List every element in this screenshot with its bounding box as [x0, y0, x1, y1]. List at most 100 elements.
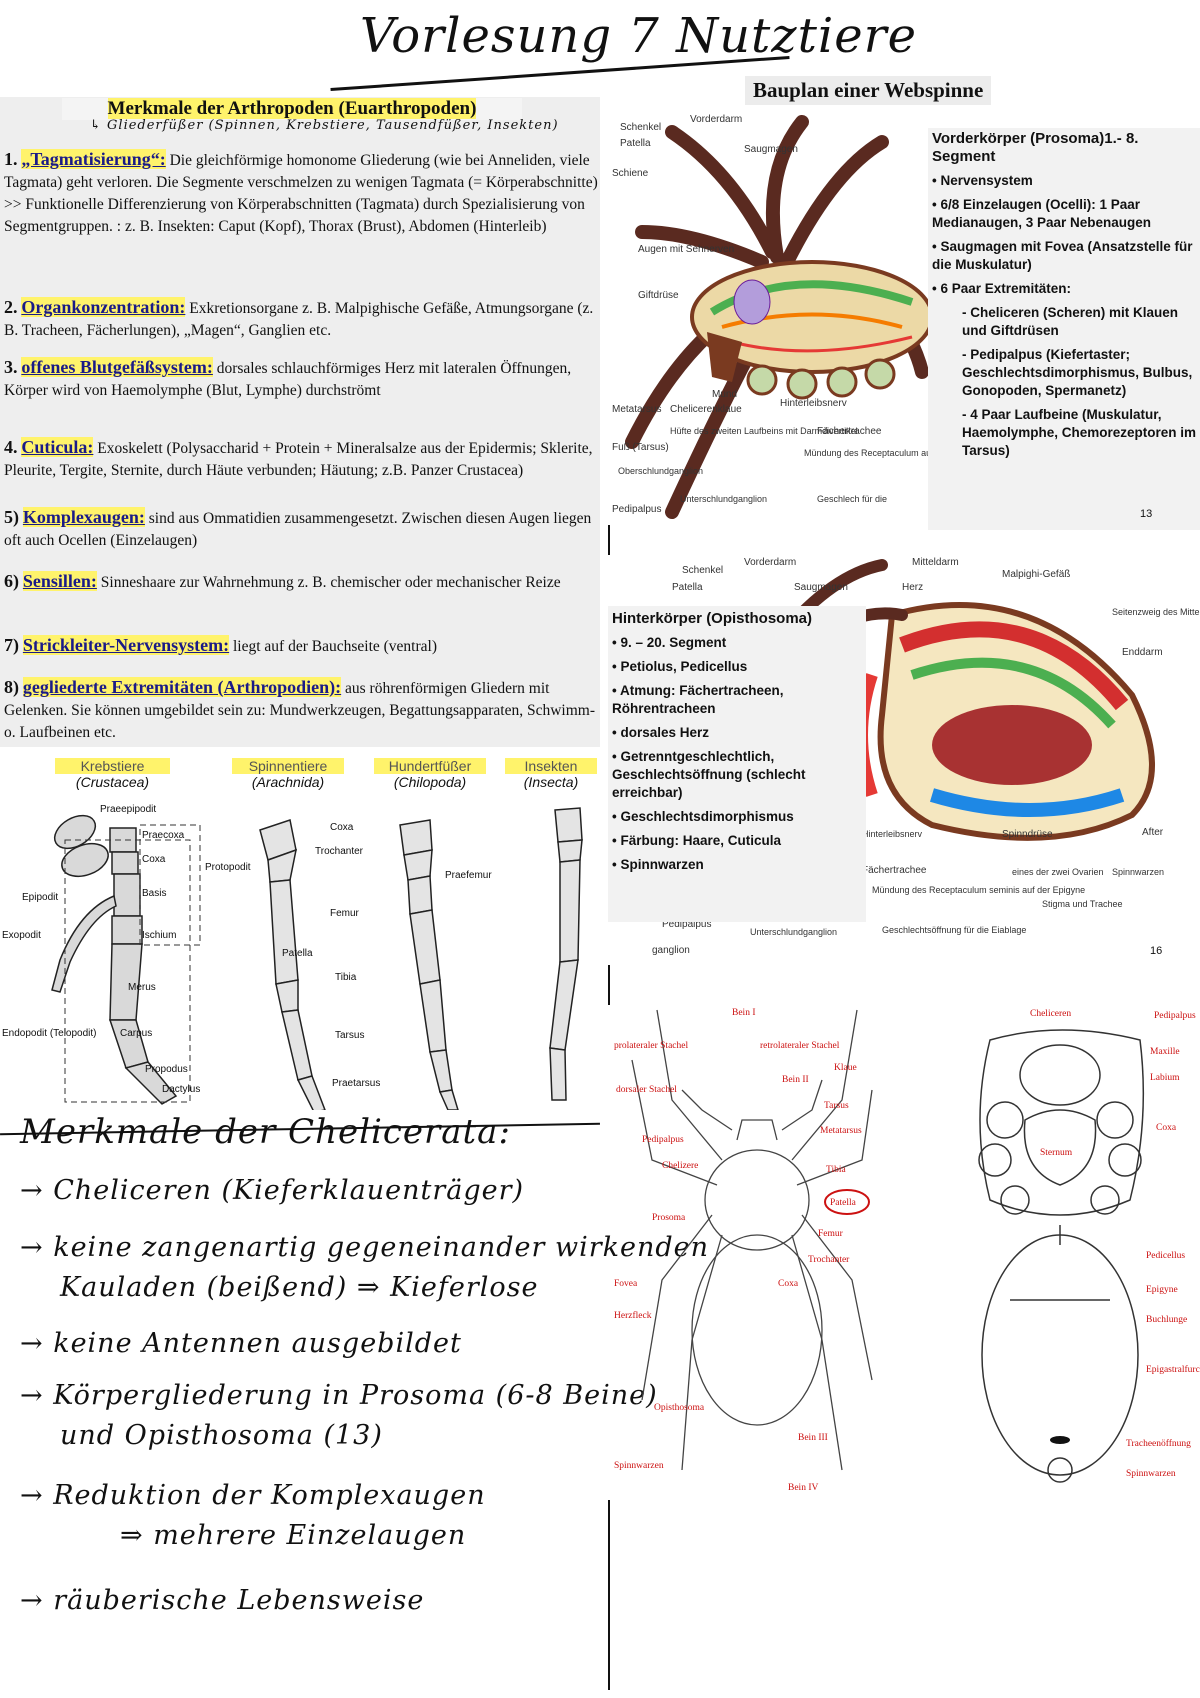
dorsal-label-pedipalpus: Pedipalpus [642, 1135, 684, 1145]
fig1-label-augen: Augen mit Sehnerven [638, 244, 734, 255]
fig2-label-muendung: Mündung des Receptaculum seminis auf der… [872, 885, 1085, 895]
feature-item-3: 3. offenes Blutgefäßsystem: dorsales sch… [4, 357, 572, 399]
ventral-label-labium: Labium [1150, 1073, 1180, 1083]
opisthosoma-bullet-3: • Atmung: Fächertracheen, Röhrentracheen [612, 683, 784, 716]
dorsal-label-bein1: Bein I [732, 1008, 755, 1018]
fig2-label-mitteldarm: Mitteldarm [912, 557, 959, 568]
chelicerata-line-2: → keine zangenartig gegeneinander wirken… [20, 1232, 710, 1263]
fig2-label-vorderdarm: Vorderdarm [744, 557, 796, 568]
ventral-label-sternum: Sternum [1040, 1148, 1073, 1158]
fig1-label-schenkel: Schenkel [620, 122, 661, 133]
prosoma-sub-3: - 4 Paar Laufbeine (Muskulatur, Haemolym… [962, 407, 1197, 458]
dorsal-label-opisthosoma: Opisthosoma [654, 1403, 705, 1413]
prosoma-sub-1: - Cheliceren (Scheren) mit Klauen und Gi… [962, 305, 1179, 338]
opisthosoma-bullet-7: • Färbung: Haare, Cuticula [612, 833, 782, 848]
opisthosoma-bullet-8: • Spinnwarzen [612, 857, 704, 872]
fig1-label-schiene: Schiene [612, 168, 649, 179]
fig2-label-ganglion: Pedipalpus [662, 919, 711, 930]
leg-comparison-figure: Praeepipodit Praecoxa Coxa Basis Protopo… [2, 804, 583, 1110]
fig1-label-hinterleibsnerv: Hinterleibs­nerv [780, 398, 847, 409]
prosoma-bullet-1: • Nervensystem [932, 173, 1033, 188]
fig1-label-fuss: Fuß (Tarsus) [612, 442, 669, 453]
dorsal-label-prolateral: prolateraler Stachel [614, 1041, 688, 1051]
label-trochanter: Trochanter [315, 846, 364, 857]
label-femur: Femur [330, 908, 360, 919]
ventral-label-epigyne: Epigyne [1146, 1285, 1178, 1295]
fig2-label-pedipalpus: ganglion [652, 945, 690, 956]
label-ischium: Ischium [142, 930, 176, 941]
ventral-label-maxille: Maxille [1150, 1047, 1180, 1057]
label-merus: Merus [128, 982, 156, 993]
opisthosoma-bullet-5: • Getrenntgeschlechtlich, Geschlechtsöff… [612, 749, 806, 800]
prosoma-bullet-4: • 6 Paar Extremitäten: [932, 281, 1072, 296]
fig1-label-pedipalpus: Pedipalpus [612, 504, 661, 515]
ventral-label-cheliceren: Cheliceren [1030, 1009, 1071, 1019]
label-patella: Patella [282, 948, 313, 959]
chelicerata-line-4: → keine Antennen ausgebildet [20, 1328, 462, 1359]
ventral-label-buchlunge: Buchlunge [1146, 1315, 1187, 1325]
group-insecta: Insekten(Insecta) [505, 758, 597, 790]
chelicerata-line-8: ⇒ mehrere Einzelaugen [120, 1520, 467, 1551]
fig2-label-hinterleibsnerv: Hinterleibs­nerv [862, 829, 923, 839]
vertical-divider-1 [608, 525, 610, 555]
fig1-label-oberschlund: Oberschlund­ganglion [618, 466, 703, 476]
arthropod-note: ↳ Gliederfüßer (Spinnen, Krebstiere, Tau… [90, 118, 559, 133]
opisthosoma-bullet-4: • dorsales Herz [612, 725, 710, 740]
dorsal-label-prosoma: Prosoma [652, 1213, 686, 1223]
opisthosoma-panel: Hinterkörper (Opisthosoma) • 9. – 20. Se… [608, 606, 866, 922]
page-number-16: 16 [1150, 945, 1163, 957]
spider-dorsal-figure: Bein I prolateraler Stachel retrolateral… [614, 1008, 873, 1493]
fig1-label-unterschlund: Unterschlund­ganglion [680, 494, 767, 504]
fig2-label-enddarm: Enddarm [1122, 647, 1163, 658]
fig2-label-ovarien: eines der zwei Ovarien [1012, 867, 1104, 877]
label-dactylus: Dactylus [162, 1084, 200, 1095]
feature-item-8: 8) gegliederte Extremitäten (Arthropodie… [4, 677, 595, 741]
dorsal-label-spinnwarzen: Spinnwarzen [614, 1461, 664, 1471]
opisthosoma-bullet-1: • 9. – 20. Segment [612, 635, 727, 650]
dorsal-label-herzfleck: Herzfleck [614, 1310, 652, 1321]
chelicerata-line-9: → räuberische Lebensweise [20, 1585, 425, 1616]
label-coxa: Coxa [330, 822, 354, 833]
spider-anatomy-figure-1: Schenkel Patella Schiene Vorderdarm Saug… [612, 114, 932, 519]
chelicerata-line-7: → Reduktion der Komplexaugen [20, 1480, 486, 1511]
spider-title: Bauplan einer Webspinne [745, 76, 992, 105]
fig1-label-saugmagen: Saugmagen [744, 144, 798, 155]
dorsal-label-chelizere: Chelizere [662, 1161, 698, 1171]
dorsal-label-coxa: Coxa [778, 1279, 799, 1289]
label-praecoxa: Praecoxa [142, 830, 185, 841]
fig1-label-huefte: Hüfte des zweiten Laufbeins mit Darmdive… [670, 426, 858, 436]
label-praeepipodit: Praeepipodit [100, 804, 156, 815]
label-tarsus: Tarsus [335, 1030, 364, 1041]
label-protopodit: Protopodit [205, 862, 251, 873]
prosoma-panel: Vorderkörper (Prosoma)1.- 8. Segment • N… [928, 128, 1200, 530]
prosoma-bullet-3: • Saugmagen mit Fovea (Ansatzstelle für … [932, 239, 1193, 272]
page-title: Vorlesung 7 Nutztiere [360, 8, 917, 64]
label-tibia: Tibia [335, 972, 357, 983]
ventral-label-pedicellus: Pedicellus [1146, 1251, 1185, 1261]
feature-item-1: 1. „Tagmatisierung“: Die gleichförmige h… [4, 149, 598, 235]
fig2-label-geschlechtsoeffnung: Geschlechtsöffnung für die Eiablage [882, 925, 1026, 935]
dorsal-label-bein3: Bein III [798, 1433, 828, 1443]
chelicerata-line-3: Kauladen (beißend) ⇒ Kieferlose [60, 1272, 539, 1303]
ventral-label-epigastralfurche: Epigastralfurche [1146, 1364, 1200, 1375]
fig1-label-patella: Patella [620, 138, 651, 149]
dorsal-label-tibia: Tibia [826, 1165, 846, 1175]
chelicerata-line-6: und Opisthosoma (13) [60, 1420, 383, 1451]
fig1-label-faechertrachee: Fächertrachee [817, 426, 882, 437]
fig2-label-spinnwarzen: Spinnwarzen [1112, 867, 1164, 877]
label-exopodit: Exopodit [2, 930, 41, 941]
page-number-13: 13 [1140, 508, 1153, 520]
fig2-label-stigma: Stigma und Trachee [1042, 899, 1123, 909]
prosoma-heading: Vorderkörper (Prosoma)1.- 8. Segment [932, 130, 1139, 165]
dorsal-label-trochanter: Trochanter [808, 1255, 850, 1265]
chelicerata-heading: Merkmale der Chelicerata: [20, 1112, 511, 1152]
dorsal-label-metatarsus: Metatarsus [820, 1126, 862, 1136]
label-praetarsus: Praetarsus [332, 1078, 380, 1089]
fig2-label-after: After [1142, 827, 1164, 838]
dorsal-label-dorsaler: dorsaler Stachel [616, 1085, 677, 1095]
fig1-label-geschlecht: Geschlech für die [817, 494, 887, 504]
fig1-label-vorderdarm: Vorderdarm [690, 114, 742, 125]
opisthosoma-bullet-6: • Geschlechtsdimorphismus [612, 809, 794, 824]
fig1-label-metatarsus: Metatarsus [612, 404, 661, 415]
fig1-label-muendung: Mündung des Receptaculum auf der [804, 448, 932, 458]
